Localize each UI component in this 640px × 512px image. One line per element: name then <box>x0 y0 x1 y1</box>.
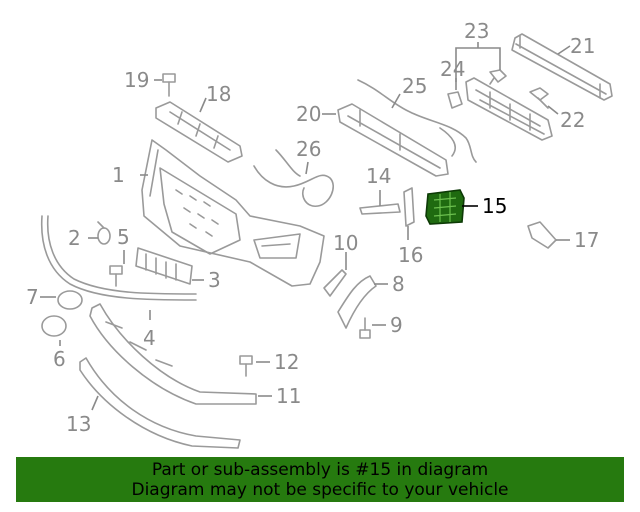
callout-17: 17 <box>574 228 599 252</box>
part-9-drawing <box>359 317 371 339</box>
callout-12: 12 <box>274 350 299 374</box>
part-11-drawing <box>89 303 257 405</box>
info-banner: Part or sub-assembly is #15 in diagram D… <box>16 457 624 502</box>
callout-19: 19 <box>124 68 149 92</box>
part-8-drawing <box>337 275 377 329</box>
part-23-drawing <box>465 77 553 141</box>
callout-13: 13 <box>66 412 91 436</box>
leader-lines <box>40 42 571 411</box>
part-22-drawing <box>529 87 549 109</box>
callout-6: 6 <box>53 347 66 371</box>
part-26-drawing <box>253 149 334 207</box>
callout-11: 11 <box>276 384 301 408</box>
part-1-drawing <box>141 139 325 287</box>
part-6-drawing <box>41 315 67 337</box>
callout-5: 5 <box>117 225 130 249</box>
part-23-bolt-drawing <box>489 69 507 85</box>
part-4-drawing <box>40 215 197 301</box>
part-24-drawing <box>447 91 463 109</box>
callout-21: 21 <box>570 34 595 58</box>
part-3-drawing <box>135 247 193 285</box>
callout-1: 1 <box>112 163 125 187</box>
part-17-drawing <box>527 221 557 249</box>
callout-23: 23 <box>464 19 489 43</box>
callout-10: 10 <box>333 231 358 255</box>
callout-22: 22 <box>560 108 585 132</box>
callout-2: 2 <box>68 226 81 250</box>
callout-9: 9 <box>390 313 403 337</box>
part-25-drawing <box>357 79 477 163</box>
callout-20: 20 <box>296 102 321 126</box>
part-20-drawing <box>337 103 449 177</box>
part-10-drawing <box>323 269 347 297</box>
part-21-drawing <box>511 33 613 101</box>
part-18-drawing <box>155 101 243 163</box>
callout-labels: 1 2 3 4 5 6 7 8 9 10 11 12 13 14 15 16 1… <box>26 19 599 436</box>
part-19-drawing <box>162 73 176 97</box>
callout-14: 14 <box>366 164 391 188</box>
callout-3: 3 <box>208 268 221 292</box>
part-12-drawing <box>239 355 253 377</box>
callout-25: 25 <box>402 74 427 98</box>
part-7-drawing <box>57 290 83 310</box>
banner-line-2: Diagram may not be specific to your vehi… <box>131 479 509 500</box>
callout-4: 4 <box>143 326 156 350</box>
callout-16: 16 <box>398 243 423 267</box>
callout-26: 26 <box>296 137 321 161</box>
part-13-drawing <box>79 357 241 449</box>
part-14-drawing <box>359 203 401 215</box>
callout-18: 18 <box>206 82 231 106</box>
part-16-drawing <box>403 187 415 227</box>
callout-8: 8 <box>392 272 405 296</box>
callout-24: 24 <box>440 57 465 81</box>
callout-7: 7 <box>26 285 39 309</box>
part-5-drawing <box>109 265 123 287</box>
banner-line-1: Part or sub-assembly is #15 in diagram <box>151 459 489 480</box>
callout-15: 15 <box>482 194 507 218</box>
part-2-drawing <box>97 221 111 245</box>
part-15-drawing <box>425 189 465 225</box>
